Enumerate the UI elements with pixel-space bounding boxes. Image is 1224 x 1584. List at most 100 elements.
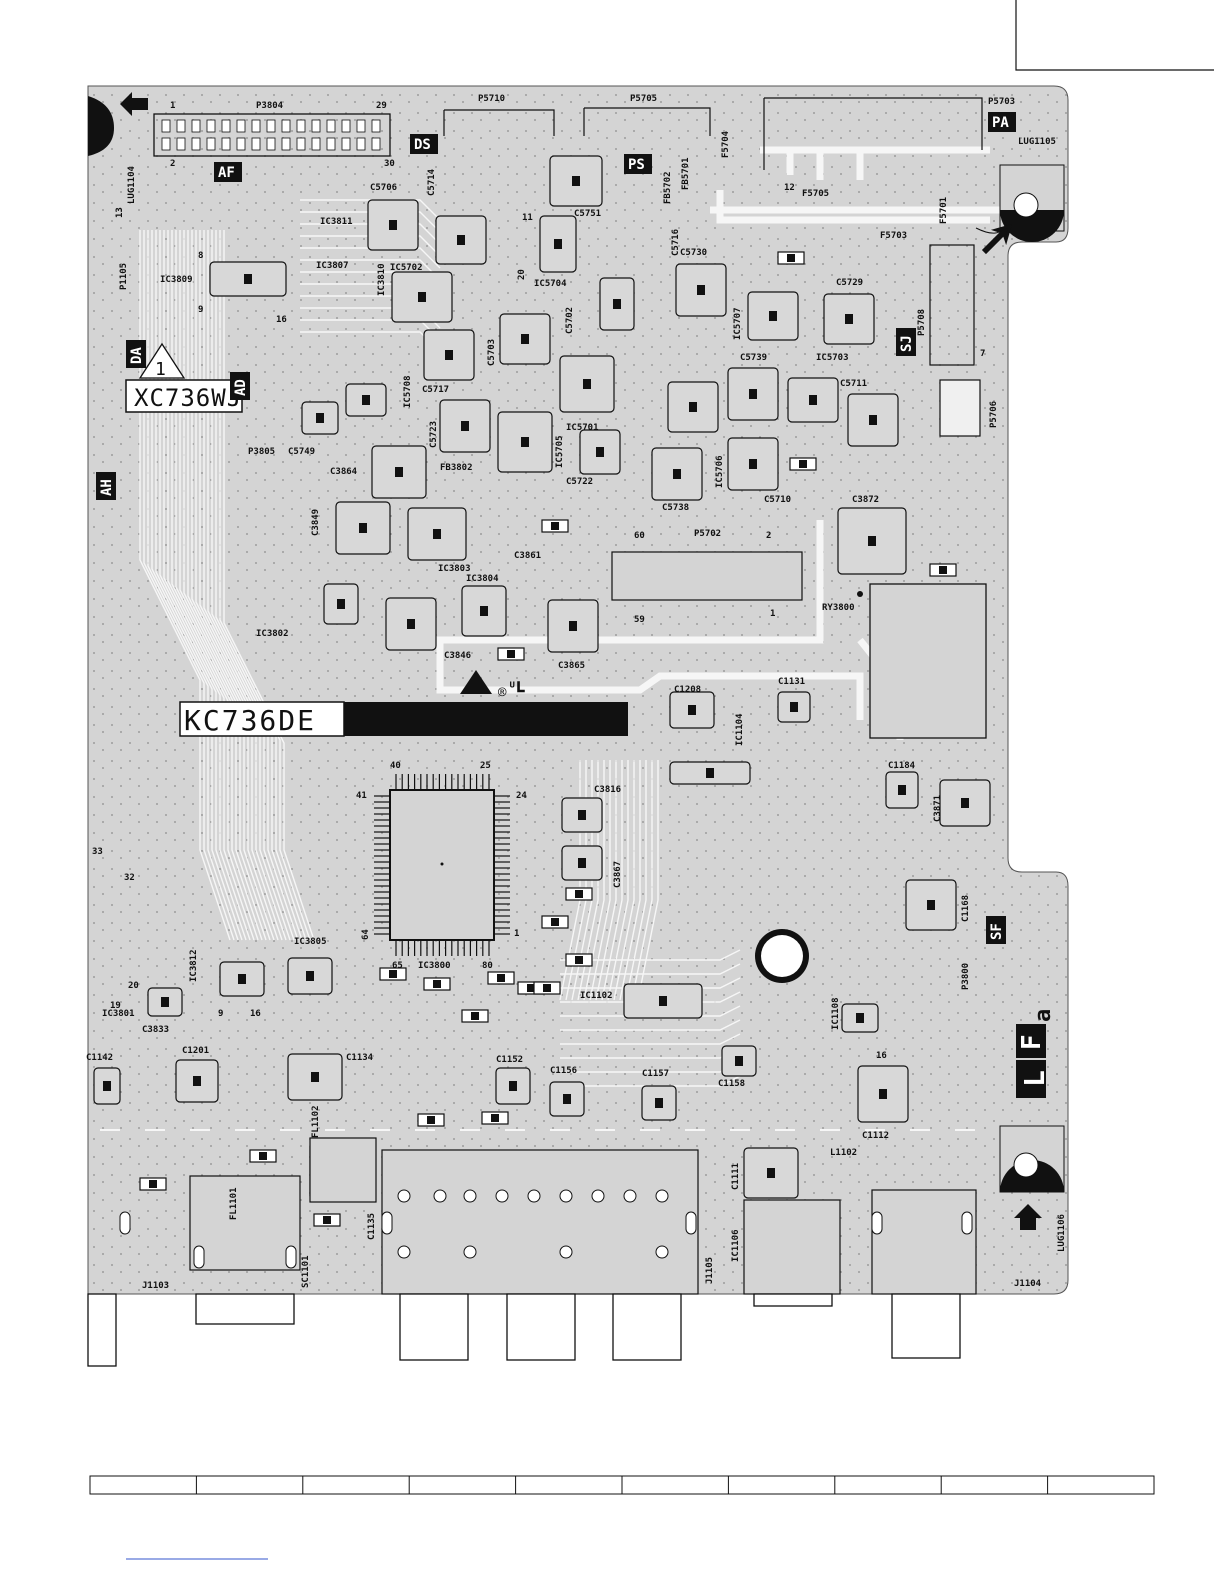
label-fb5702: FB5702 bbox=[663, 171, 673, 204]
component-footprint bbox=[435, 215, 487, 265]
label-ic3805: IC3805 bbox=[294, 937, 327, 947]
label-ic3803: IC3803 bbox=[438, 564, 471, 574]
lug1106 bbox=[999, 1125, 1065, 1193]
bottom-grid bbox=[89, 1475, 1155, 1495]
label-f5705: F5705 bbox=[802, 189, 829, 199]
component-footprint bbox=[209, 261, 287, 297]
component-footprint bbox=[549, 155, 603, 207]
label-c3871: C3871 bbox=[933, 795, 943, 822]
component-footprint bbox=[287, 957, 333, 995]
label-c5738: C5738 bbox=[662, 503, 689, 513]
component-footprint bbox=[623, 983, 703, 1019]
fiducial-hole bbox=[761, 935, 803, 977]
component-footprint bbox=[423, 329, 475, 381]
component-footprint bbox=[407, 507, 467, 561]
component-footprint bbox=[675, 263, 727, 317]
chip-resistor bbox=[313, 1213, 341, 1227]
label-ic5708: IC5708 bbox=[403, 375, 413, 408]
label-c1112: C1112 bbox=[862, 1131, 889, 1141]
assembly-index: 1 bbox=[155, 359, 166, 380]
label-c3864: C3864 bbox=[330, 467, 358, 477]
component-footprint bbox=[539, 215, 577, 273]
chip-resistor bbox=[423, 977, 451, 991]
label-c5710: C5710 bbox=[764, 495, 791, 505]
label-f5704: F5704 bbox=[721, 130, 731, 158]
label-ic1102: IC1102 bbox=[580, 991, 613, 1001]
assembly-code-box bbox=[125, 379, 243, 413]
component-footprint bbox=[837, 507, 907, 575]
label-p5706: P5706 bbox=[989, 401, 999, 428]
label-ic3802: IC3802 bbox=[256, 629, 289, 639]
chip-resistor bbox=[379, 967, 407, 981]
label-j1104: J1104 bbox=[1014, 1279, 1042, 1289]
caution-triangle-icon bbox=[138, 342, 186, 379]
label-ic3809: IC3809 bbox=[160, 275, 193, 285]
label-c1142: C1142 bbox=[86, 1053, 113, 1063]
label-p5705: P5705 bbox=[630, 94, 657, 104]
warning-triangle-icon bbox=[460, 670, 492, 694]
component-footprint bbox=[667, 381, 719, 433]
label-ic3800-pin80: 80 bbox=[482, 961, 493, 971]
svg-text:AH: AH bbox=[99, 479, 115, 496]
svg-text:PS: PS bbox=[628, 157, 645, 173]
connector-p3804 bbox=[153, 113, 391, 157]
chip-resistor bbox=[417, 1113, 445, 1127]
connector-tag-pa: PA bbox=[988, 112, 1016, 132]
label-c5730: C5730 bbox=[680, 248, 707, 258]
label-pin11: 11 bbox=[522, 213, 533, 223]
label-c1131: C1131 bbox=[778, 677, 805, 687]
label-ic3804: IC3804 bbox=[466, 574, 499, 584]
section-tag-f: F bbox=[1017, 1034, 1047, 1050]
label-ic3810: IC3810 bbox=[377, 263, 387, 296]
label-p3804-pin30: 30 bbox=[384, 159, 395, 169]
chip-resistor bbox=[481, 1111, 509, 1125]
section-tag-a: a bbox=[1031, 1009, 1056, 1022]
component-footprint bbox=[721, 1045, 757, 1077]
label-ic3800-pin24: 24 bbox=[516, 791, 527, 801]
label-ic5701: IC5701 bbox=[566, 423, 599, 433]
label-fl1101: FL1101 bbox=[229, 1187, 239, 1220]
p3804-pin-row bbox=[161, 119, 381, 151]
component-footprint bbox=[147, 987, 183, 1017]
label-p5702-pin60: 60 bbox=[634, 531, 645, 541]
label-p5702-pin59: 59 bbox=[634, 615, 645, 625]
chip-resistor bbox=[249, 1149, 277, 1163]
component-footprint bbox=[391, 271, 453, 323]
label-j1105: J1105 bbox=[705, 1257, 715, 1284]
label-p3804-pin29: 29 bbox=[376, 101, 387, 111]
label-ic3812: IC3812 bbox=[189, 949, 199, 982]
component-footprint bbox=[743, 1147, 799, 1199]
section-tag-l: L bbox=[1018, 1070, 1051, 1087]
label-c5711: C5711 bbox=[840, 379, 867, 389]
label-ic3800: IC3800 bbox=[418, 961, 451, 971]
label-p5708: P5708 bbox=[917, 309, 927, 336]
label-c5723: C5723 bbox=[429, 421, 439, 448]
component-footprint bbox=[747, 291, 799, 341]
label-p3804: P3804 bbox=[256, 101, 284, 111]
page-corner-frame bbox=[1015, 0, 1214, 71]
connector-p5702 bbox=[611, 551, 803, 601]
component-footprint bbox=[175, 1059, 219, 1103]
jack-pads bbox=[119, 1189, 973, 1269]
trace-bundle bbox=[100, 199, 975, 1131]
component-footprint bbox=[669, 761, 751, 785]
component-footprint bbox=[561, 845, 603, 881]
svg-text:AF: AF bbox=[218, 165, 235, 181]
label-pin33: 33 bbox=[92, 847, 103, 857]
label-c1168: C1168 bbox=[961, 895, 971, 922]
label-c5739: C5739 bbox=[740, 353, 767, 363]
label-ic3800-pin40: 40 bbox=[390, 761, 401, 771]
label-p5702-pin2: 2 bbox=[766, 531, 771, 541]
svg-text:AD: AD bbox=[233, 379, 249, 396]
label-c3833: C3833 bbox=[142, 1025, 169, 1035]
label-pin16a: 16 bbox=[276, 315, 287, 325]
label-c1152: C1152 bbox=[496, 1055, 523, 1065]
label-c1135: C1135 bbox=[367, 1213, 377, 1240]
component-footprint bbox=[857, 1065, 909, 1123]
label-p5710: P5710 bbox=[478, 94, 505, 104]
label-p5702: P5702 bbox=[694, 529, 721, 539]
label-c5706: C5706 bbox=[370, 183, 397, 193]
svg-text:SF: SF bbox=[989, 923, 1005, 940]
pcb-code: KC736DE bbox=[184, 704, 316, 737]
connector-tag-da: DA bbox=[126, 340, 146, 368]
